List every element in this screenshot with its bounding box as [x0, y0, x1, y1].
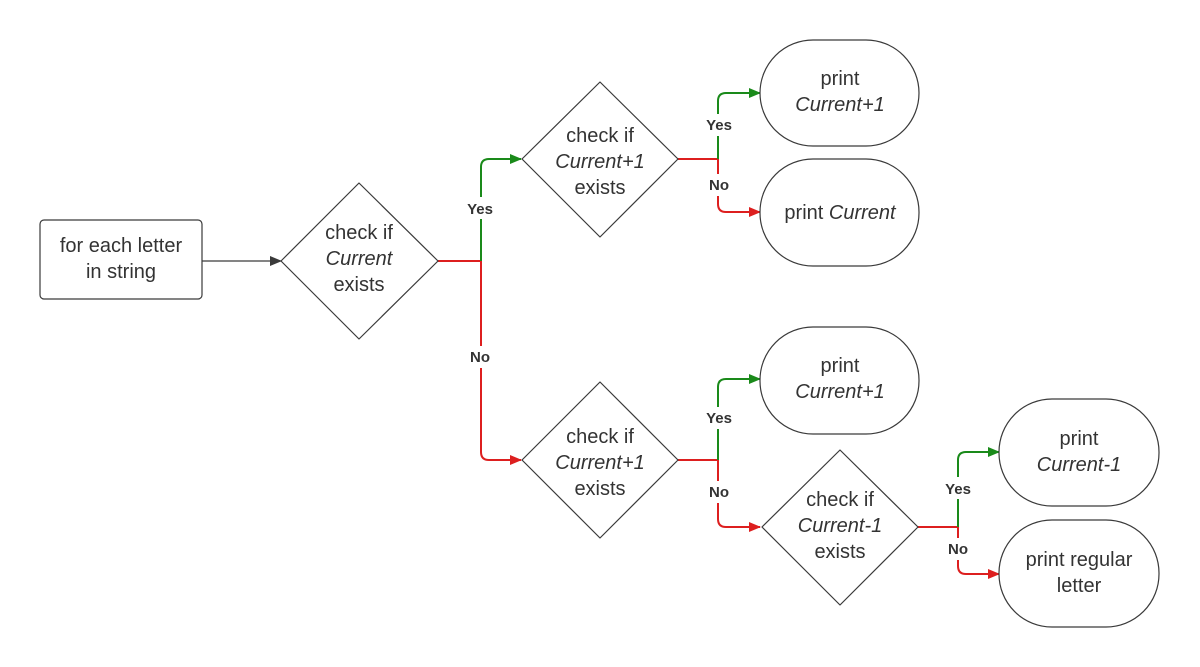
- edge-d4-yes: [957, 447, 1000, 527]
- terminal-1-line1: print: [821, 68, 860, 90]
- decision-4-line3: exists: [814, 541, 865, 563]
- label-d2-yes: Yes: [706, 117, 732, 134]
- terminal-1-line2: Current+1: [795, 94, 885, 116]
- label-d2-no: No: [709, 177, 729, 194]
- decision-current-plus-1-bottom: check if Current+1 exists: [521, 381, 679, 539]
- edge-d2-no: [717, 159, 761, 217]
- decision-2-line2: Current+1: [555, 151, 645, 173]
- label-d4-no: No: [948, 541, 968, 558]
- start-node-line1: for each letter: [60, 235, 183, 257]
- label-d3-yes: Yes: [706, 410, 732, 427]
- decision-2-line3: exists: [574, 177, 625, 199]
- decision-current: check if Current exists: [280, 182, 439, 340]
- edge-d2-yes: [717, 88, 761, 159]
- decision-current-line3: exists: [333, 274, 384, 296]
- label-d1-no: No: [470, 349, 490, 366]
- start-node: for each letter in string: [39, 219, 203, 300]
- decision-current-line2: Current: [326, 248, 394, 270]
- terminal-4-line1: print: [1060, 428, 1099, 450]
- label-d3-no: No: [709, 484, 729, 501]
- terminal-print-current-minus-1: print Current-1: [998, 398, 1160, 507]
- terminal-4-line2: Current-1: [1037, 454, 1121, 476]
- decision-current-minus-1: check if Current-1 exists: [761, 449, 919, 606]
- terminal-3-line2: Current+1: [795, 381, 885, 403]
- label-d4-yes: Yes: [945, 481, 971, 498]
- terminal-print-regular-letter: print regular letter: [998, 519, 1160, 628]
- terminal-5-line1: print regular: [1026, 549, 1133, 571]
- decision-2-line1: check if: [566, 125, 634, 147]
- label-d1-yes: Yes: [467, 201, 493, 218]
- terminal-print-current-plus-1-top: print Current+1: [759, 39, 920, 147]
- edge-d4-no: [957, 527, 1000, 579]
- decision-3-line1: check if: [566, 426, 634, 448]
- terminal-5-line2: letter: [1057, 575, 1102, 597]
- edge-labels: Yes No Yes No Yes No Yes No: [458, 114, 980, 560]
- edge-d1-no: [480, 261, 522, 465]
- terminal-2-text: print Current: [784, 202, 897, 224]
- decision-3-line2: Current+1: [555, 452, 645, 474]
- decision-4-line1: check if: [806, 489, 874, 511]
- decision-current-plus-1-top: check if Current+1 exists: [521, 81, 679, 238]
- connectors: [202, 88, 1000, 579]
- edge-d3-yes: [717, 374, 761, 460]
- terminal-3-line1: print: [821, 355, 860, 377]
- edge-d1-yes: [480, 154, 522, 261]
- edge-d3-no: [717, 460, 761, 532]
- decision-4-line2: Current-1: [798, 515, 882, 537]
- terminal-print-current: print Current: [759, 158, 920, 267]
- decision-current-line1: check if: [325, 222, 393, 244]
- decision-3-line3: exists: [574, 478, 625, 500]
- start-node-line2: in string: [86, 261, 156, 283]
- terminal-print-current-plus-1-bottom: print Current+1: [759, 326, 920, 435]
